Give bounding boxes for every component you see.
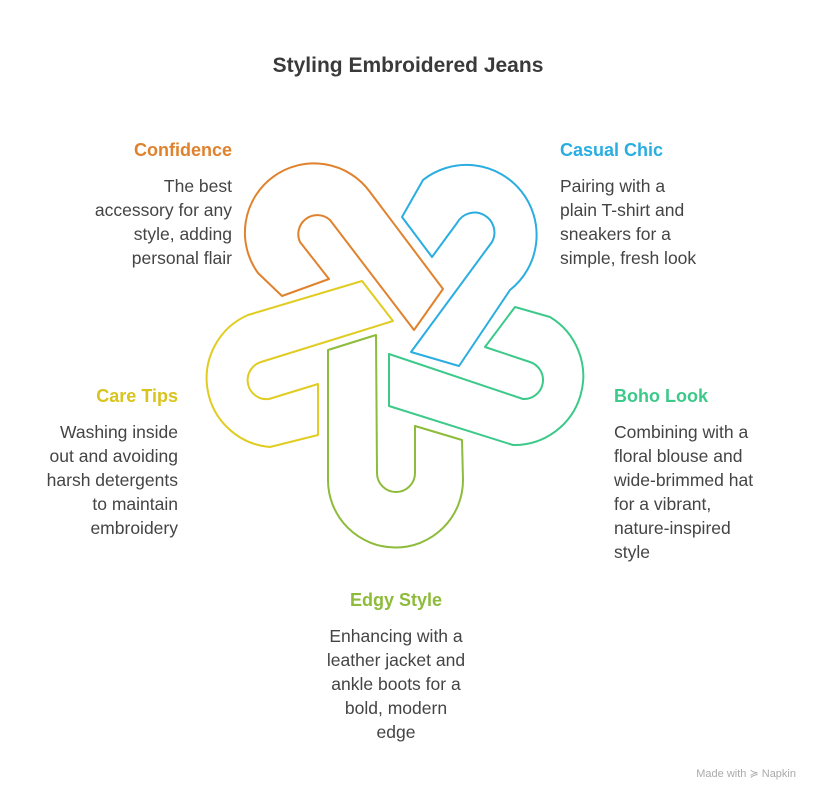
link-boho-look [388,306,585,447]
casual-chic-label: Casual Chic [560,140,664,160]
care-tips-text: Washing inside out and avoiding harsh de… [47,420,178,540]
text-line: sneakers for a [560,224,671,244]
brand-text: Napkin [761,768,796,780]
text-line: for a vibrant, [614,494,712,514]
text-line: bold, modern [344,698,448,718]
text-line: ankle boots for a [331,674,461,694]
text-line: embroidery [90,518,178,538]
text-line: style, adding [133,224,232,244]
text-line: Combining with a [614,422,749,442]
text-line: nature-inspired [614,518,731,538]
text-line: harsh detergents [46,470,178,490]
edgy-style-label: Edgy Style [349,590,443,610]
text-line: Pairing with a [560,176,666,196]
text-line: floral blouse and [614,446,743,466]
text-line: out and avoiding [49,446,178,466]
napkin-logo-icon: ≽ [749,768,759,780]
text-line: wide-brimmed hat [614,470,754,490]
napkin-credit[interactable]: Made with ≽ Napkin [696,767,796,780]
link-care-tips [205,280,394,448]
text-line: edge [376,722,416,742]
text-line: style [614,542,650,562]
text-line: accessory for any [94,200,232,220]
text-line: personal flair [131,248,232,268]
link-edgy-style [327,334,464,549]
text-line: to maintain [92,494,178,514]
confidence-label: Confidence [133,140,232,160]
text-line: Washing inside [59,422,178,442]
made-with-text: Made with [696,768,747,780]
text-line: The best [163,176,232,196]
diagram-title: Styling Embroidered Jeans [272,54,544,77]
text-line: Enhancing with a [329,626,463,646]
confidence-text: The best accessory for any style, adding… [95,174,232,270]
text-line: simple, fresh look [560,248,697,268]
boho-look-text: Combining with a floral blouse and wide-… [614,420,753,564]
link-casual-chic [401,163,538,367]
text-line: plain T-shirt and [560,200,685,220]
edgy-style-text: Enhancing with a leather jacket and ankl… [276,624,516,744]
care-tips-label: Care Tips [96,386,178,406]
casual-chic-text: Pairing with a plain T-shirt and sneaker… [560,174,696,270]
boho-look-label: Boho Look [614,386,708,406]
text-line: leather jacket and [326,650,466,670]
link-confidence [243,162,444,331]
